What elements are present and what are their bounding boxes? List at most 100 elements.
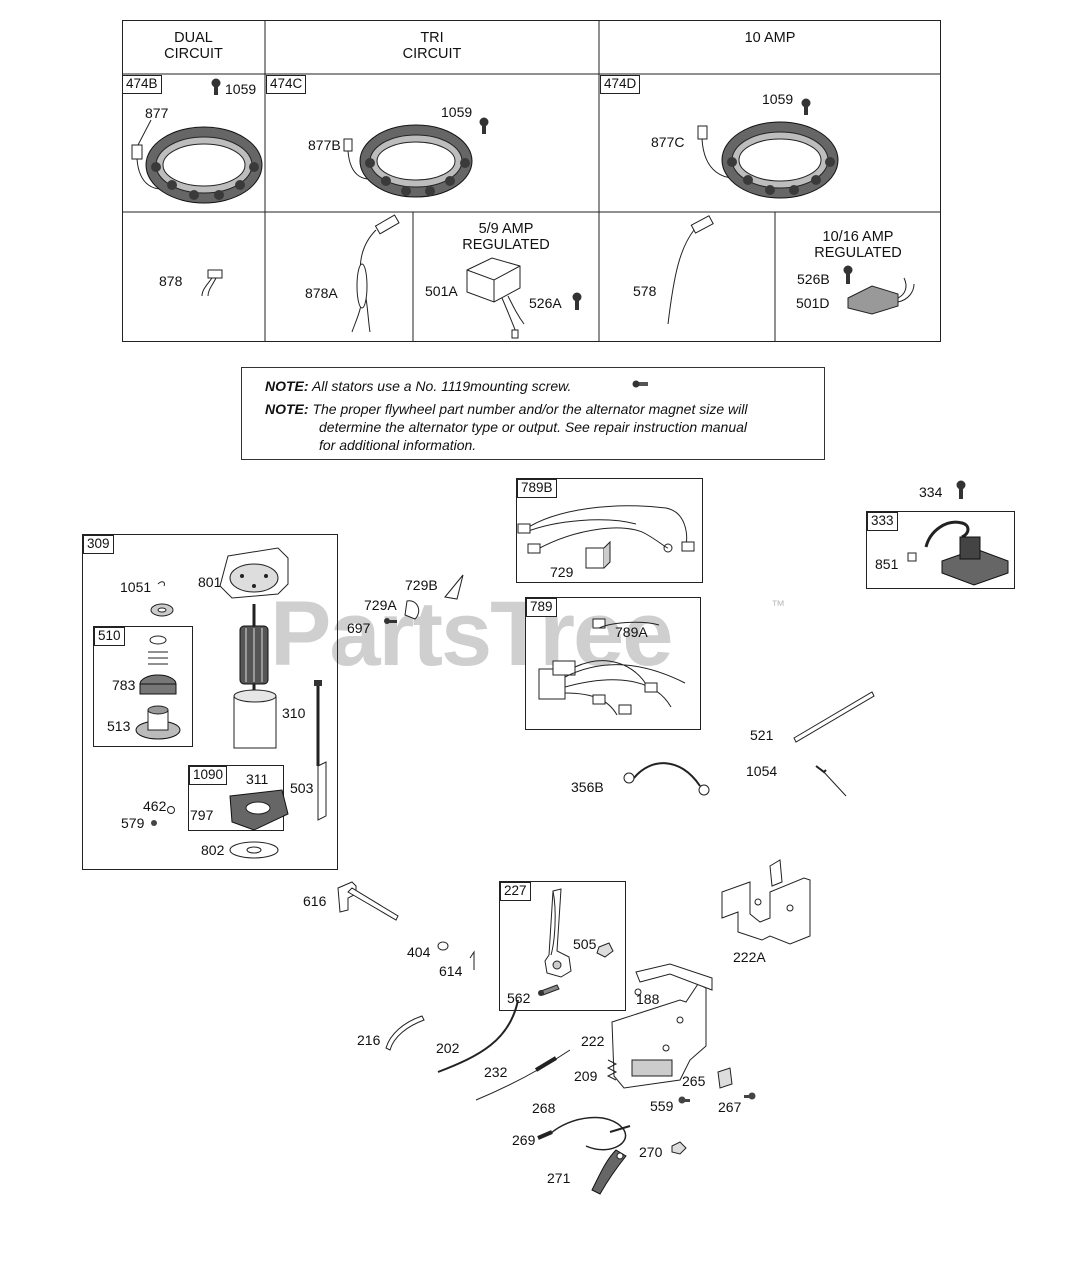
note-text-1: All stators use a No. 1119mounting screw… <box>311 378 572 394</box>
part-label-526b[interactable]: 526B <box>797 271 830 287</box>
part-box-474d[interactable]: 474D <box>600 75 641 94</box>
part-label-1051[interactable]: 1051 <box>120 579 152 595</box>
trademark-symbol: ™ <box>771 597 785 613</box>
part-label-501d[interactable]: 501D <box>796 295 830 311</box>
part-label-1059-10amp[interactable]: 1059 <box>762 91 794 107</box>
screw-icon <box>572 292 582 310</box>
note-text-2-line-1: The proper flywheel part number and/or t… <box>312 401 748 417</box>
screw-icon <box>479 117 489 134</box>
harness-789b-frame <box>516 478 703 583</box>
part-label-801[interactable]: 801 <box>198 574 222 590</box>
part-label-222[interactable]: 222 <box>581 1033 605 1049</box>
harness-789-illustration <box>525 597 699 728</box>
part-label-503[interactable]: 503 <box>290 780 314 796</box>
part-label-216[interactable]: 216 <box>357 1032 381 1048</box>
governor-linkage-illustration <box>380 960 756 1200</box>
note-text-2-line-2: determine the alternator type or output.… <box>319 419 748 435</box>
part-label-526a[interactable]: 526A <box>529 295 562 311</box>
part-label-579[interactable]: 579 <box>121 815 145 831</box>
part-label-851[interactable]: 851 <box>875 556 899 572</box>
drive-subassembly-frame <box>93 626 193 747</box>
part-label-877b[interactable]: 877B <box>308 137 341 153</box>
part-label-783[interactable]: 783 <box>112 677 136 693</box>
part-box-474c[interactable]: 474C <box>266 75 307 94</box>
part-label-729b[interactable]: 729B <box>405 577 438 593</box>
part-label-462[interactable]: 462 <box>143 798 167 814</box>
part-box-510[interactable]: 510 <box>94 627 125 646</box>
part-label-268[interactable]: 268 <box>532 1100 556 1116</box>
part-label-697[interactable]: 697 <box>347 620 371 636</box>
table-grid <box>122 20 941 342</box>
part-label-616[interactable]: 616 <box>303 893 327 909</box>
part-label-356b[interactable]: 356B <box>571 779 604 795</box>
ignition-module-illustration <box>866 511 1013 587</box>
part-label-222a[interactable]: 222A <box>733 949 766 965</box>
part-box-309[interactable]: 309 <box>83 535 114 554</box>
regulator-501d-illustration <box>843 265 922 314</box>
part-label-271[interactable]: 271 <box>547 1170 571 1186</box>
header-10-amp: 10 AMP <box>744 30 796 46</box>
part-label-311[interactable]: 311 <box>246 771 269 787</box>
part-label-614[interactable]: 614 <box>439 963 463 979</box>
part-label-269[interactable]: 269 <box>512 1132 536 1148</box>
part-label-232[interactable]: 232 <box>484 1064 508 1080</box>
part-box-789b[interactable]: 789B <box>517 479 557 498</box>
note-box: NOTE: All stators use a No. 1119mounting… <box>241 367 825 460</box>
part-box-333[interactable]: 333 <box>867 512 898 531</box>
part-label-802[interactable]: 802 <box>201 842 225 858</box>
part-label-797[interactable]: 797 <box>190 807 214 823</box>
part-label-1054[interactable]: 1054 <box>746 763 778 779</box>
part-label-209[interactable]: 209 <box>574 1068 598 1084</box>
part-label-729[interactable]: 729 <box>550 564 574 580</box>
screw-icon <box>211 78 221 95</box>
harness-789-frame <box>525 597 701 730</box>
part-label-559[interactable]: 559 <box>650 1098 674 1114</box>
part-label-521[interactable]: 521 <box>750 727 774 743</box>
screw-icon <box>801 98 811 115</box>
part-label-877c[interactable]: 877C <box>651 134 685 150</box>
header-dual-circuit: DUAL CIRCUIT <box>164 30 223 62</box>
part-label-334[interactable]: 334 <box>919 484 943 500</box>
harness-878a-illustration <box>346 216 406 336</box>
note-text-2-line-3: for additional information. <box>319 437 477 453</box>
part-box-474b[interactable]: 474B <box>122 75 162 94</box>
part-label-1059[interactable]: 1059 <box>225 81 257 97</box>
part-label-310[interactable]: 310 <box>282 705 306 721</box>
part-label-878a[interactable]: 878A <box>305 285 338 301</box>
part-label-578[interactable]: 578 <box>633 283 657 299</box>
lever-227-frame <box>499 881 626 1011</box>
part-label-562[interactable]: 562 <box>507 990 531 1006</box>
lever-227-illustration <box>538 881 624 996</box>
part-label-265[interactable]: 265 <box>682 1073 706 1089</box>
part-box-227[interactable]: 227 <box>500 882 531 901</box>
part-label-729a[interactable]: 729A <box>364 597 397 613</box>
starter-motor-illustration <box>82 534 336 868</box>
part-label-404[interactable]: 404 <box>407 944 431 960</box>
regulator-1016-title: 10/16 AMP REGULATED <box>814 229 902 261</box>
part-label-1059-tri[interactable]: 1059 <box>441 104 473 120</box>
part-box-1090[interactable]: 1090 <box>189 766 228 785</box>
part-box-789[interactable]: 789 <box>526 598 557 617</box>
part-label-789a[interactable]: 789A <box>615 624 648 640</box>
stator-10amp-illustration <box>690 112 840 210</box>
note-label-1: NOTE: <box>265 378 309 394</box>
part-label-270[interactable]: 270 <box>639 1144 663 1160</box>
part-label-878[interactable]: 878 <box>159 273 183 289</box>
harness-878-illustration <box>196 268 230 298</box>
misc-parts-illustration <box>600 686 880 806</box>
regulator-59-title: 5/9 AMP REGULATED <box>462 221 550 253</box>
screw-icon <box>956 480 966 499</box>
part-label-202[interactable]: 202 <box>436 1040 460 1056</box>
harness-578-illustration <box>660 214 720 339</box>
part-label-267[interactable]: 267 <box>718 1099 742 1115</box>
part-label-188[interactable]: 188 <box>636 991 660 1007</box>
ignition-module-frame <box>866 511 1015 589</box>
bracket-222a-illustration <box>710 852 822 948</box>
stator-dual-illustration <box>124 115 264 211</box>
part-label-501a[interactable]: 501A <box>425 283 458 299</box>
part-label-505[interactable]: 505 <box>573 936 597 952</box>
part-label-513[interactable]: 513 <box>107 718 131 734</box>
clip-parts-illustration <box>384 565 473 624</box>
screw-icon <box>632 380 648 388</box>
part-label-877[interactable]: 877 <box>145 105 169 121</box>
